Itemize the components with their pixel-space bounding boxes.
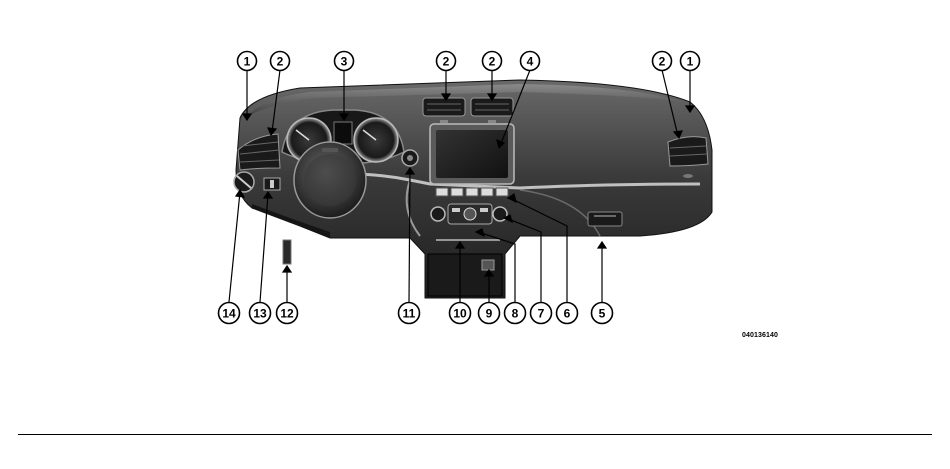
hood-release-lever — [283, 240, 291, 264]
callout-14-headlight: 14 — [219, 303, 240, 324]
callout-4-radio: 4 — [521, 52, 540, 71]
callout-2-center-left: 2 — [437, 52, 456, 71]
svg-text:4: 4 — [527, 55, 534, 69]
svg-text:6: 6 — [564, 307, 571, 321]
svg-text:2: 2 — [277, 55, 284, 69]
glove-box — [588, 212, 622, 226]
svg-text:8: 8 — [512, 307, 519, 321]
ignition-switch — [402, 150, 418, 166]
callout-1-left: 1 — [238, 52, 257, 71]
callout-8: 8 — [505, 303, 526, 324]
callout-13-dimmer: 13 — [250, 303, 271, 324]
callout-3-cluster: 3 — [335, 52, 354, 71]
svg-text:2: 2 — [443, 55, 450, 69]
svg-text:2: 2 — [659, 55, 666, 69]
callout-12-hood: 12 — [277, 303, 298, 324]
svg-text:10: 10 — [453, 307, 467, 321]
callout-2-right-vent: 2 — [653, 52, 672, 71]
svg-text:14: 14 — [222, 307, 236, 321]
svg-text:1: 1 — [687, 55, 694, 69]
callout-5-glovebox: 5 — [592, 303, 613, 324]
dimmer-switch — [264, 178, 280, 190]
radio-hard-buttons — [436, 188, 508, 196]
headlight-switch-knob — [234, 172, 254, 192]
callout-1-right: 1 — [681, 52, 700, 71]
svg-text:7: 7 — [538, 307, 545, 321]
callout-11-ignition: 11 — [399, 303, 420, 324]
svg-text:2: 2 — [489, 55, 496, 69]
svg-text:13: 13 — [253, 307, 267, 321]
steering-wheel — [294, 142, 366, 218]
svg-text:5: 5 — [599, 307, 606, 321]
svg-text:12: 12 — [280, 307, 294, 321]
callout-6: 6 — [557, 303, 578, 324]
bottom-rule — [18, 434, 932, 435]
radio-touchscreen — [430, 124, 514, 184]
svg-text:3: 3 — [341, 55, 348, 69]
callout-2-left-vent: 2 — [271, 52, 290, 71]
svg-text:11: 11 — [403, 307, 416, 321]
figure-code: 040136140 — [742, 332, 778, 339]
svg-text:9: 9 — [486, 307, 493, 321]
callout-9: 9 — [479, 303, 500, 324]
callout-7: 7 — [531, 303, 552, 324]
callout-10: 10 — [450, 303, 471, 324]
callout-2-center-right: 2 — [483, 52, 502, 71]
svg-text:1: 1 — [244, 55, 251, 69]
